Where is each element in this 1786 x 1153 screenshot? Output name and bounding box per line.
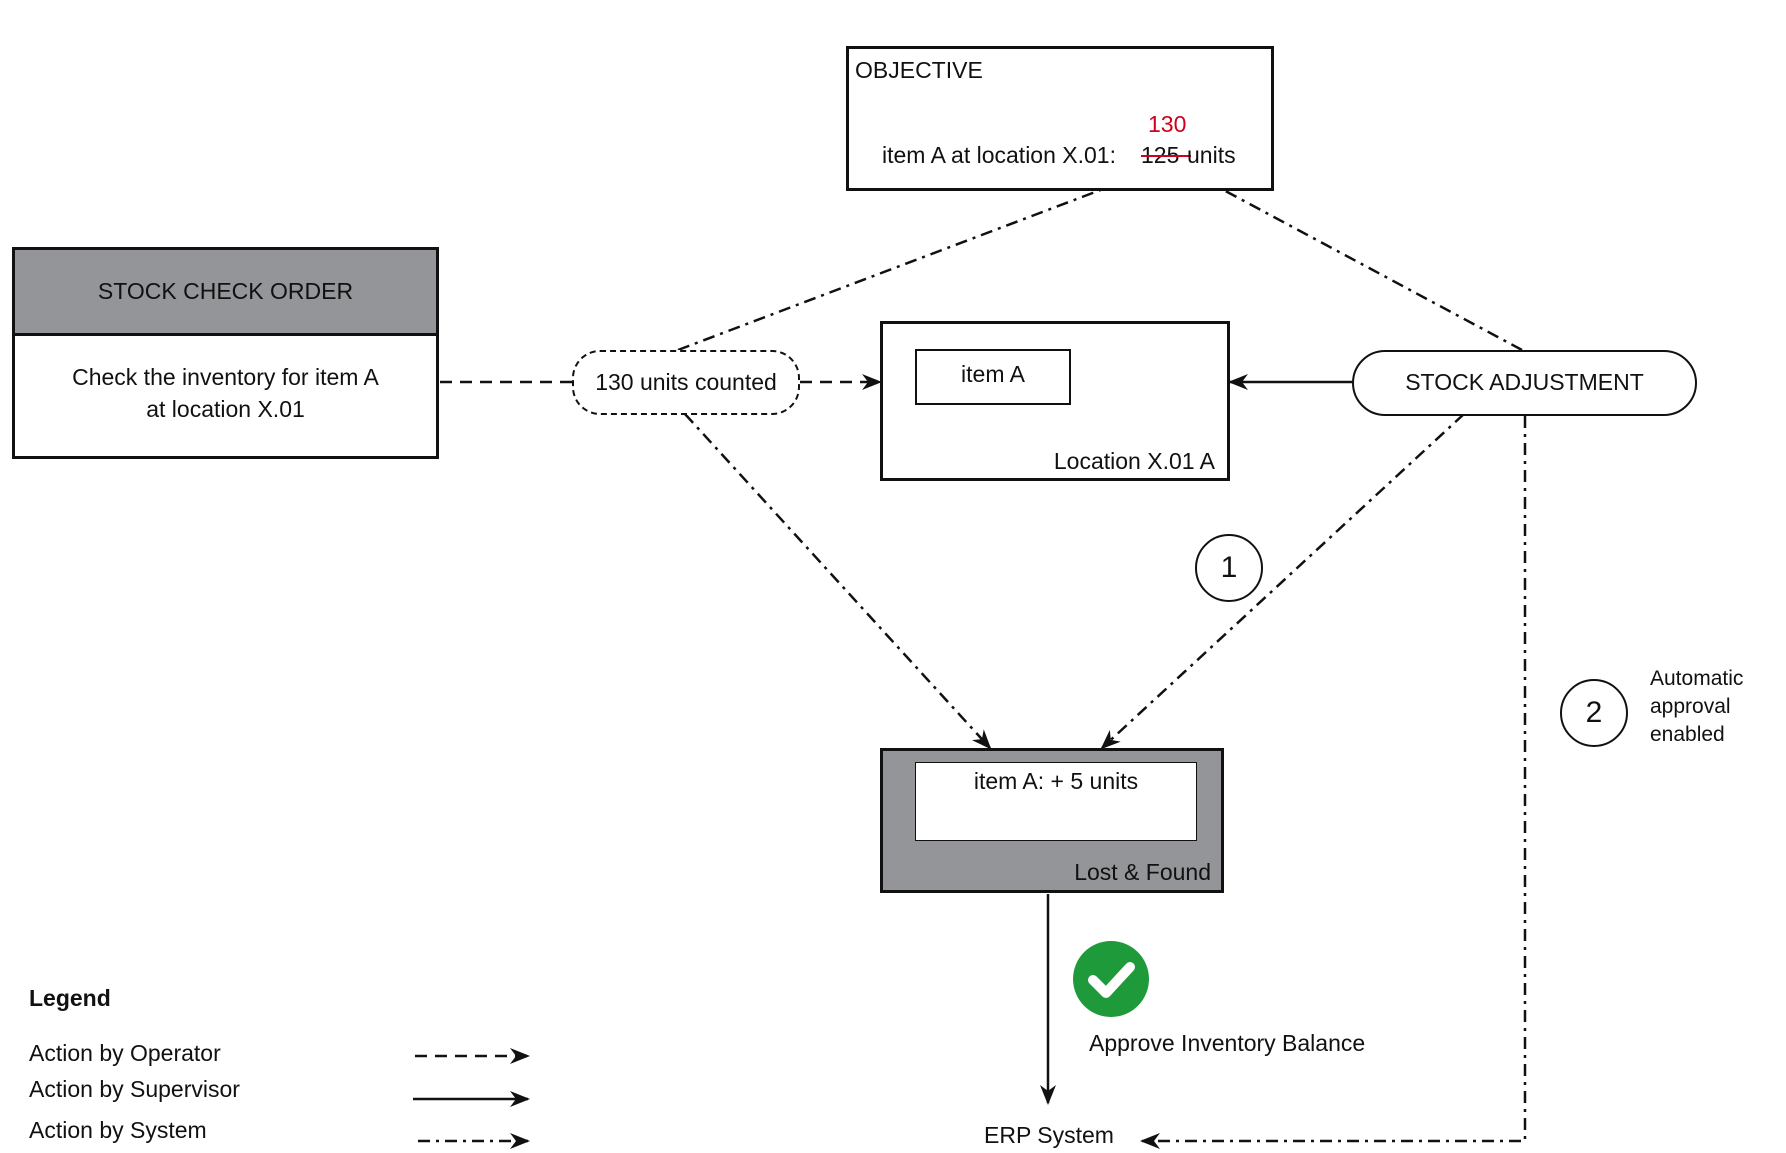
auto-approval-line2: approval: [1650, 695, 1731, 718]
location-item-box: item A: [915, 349, 1071, 405]
erp-system-label: ERP System: [984, 1122, 1114, 1148]
legend-supervisor-label: Action by Supervisor: [29, 1076, 240, 1102]
legend-operator-label: Action by Operator: [29, 1040, 221, 1066]
lost-found-box: item A: + 5 units Lost & Found: [880, 748, 1224, 893]
location-name: Location X.01 A: [1053, 448, 1215, 474]
units-counted-label: 130 units counted: [595, 368, 777, 395]
objective-box: OBJECTIVE 130 item A at location X.01: 1…: [846, 46, 1274, 191]
objective-suffix: units: [1187, 142, 1236, 168]
legend-system-label: Action by System: [29, 1117, 207, 1143]
lost-found-item-box: item A: + 5 units: [915, 762, 1197, 841]
location-item-label: item A: [961, 361, 1025, 387]
step-1-circle: 1: [1195, 534, 1263, 602]
objective-strike-line: [1141, 155, 1191, 157]
lost-found-name: Lost & Found: [1074, 859, 1211, 885]
stock-adjustment-pill: STOCK ADJUSTMENT: [1352, 350, 1697, 416]
lost-found-item-label: item A: + 5 units: [973, 768, 1139, 794]
objective-new-value: 130: [1148, 111, 1187, 137]
stock-check-order-header: STOCK CHECK ORDER: [12, 247, 439, 336]
connector-adjustment-to-objective: [1188, 170, 1523, 352]
stock-check-order-line2: at location X.01: [146, 396, 305, 422]
legend-title: Legend: [29, 985, 111, 1011]
connector-counted-to-lostfound: [684, 413, 992, 750]
checkmark-icon: [1088, 962, 1135, 998]
objective-title: OBJECTIVE: [855, 57, 983, 83]
stock-check-order-body: Check the inventory for item A at locati…: [12, 333, 439, 459]
connector-adjustment-to-lostfound: [1100, 413, 1465, 750]
step-2-number: 2: [1585, 696, 1603, 729]
stock-check-order-line1: Check the inventory for item A: [72, 364, 379, 390]
approve-label: Approve Inventory Balance: [1089, 1030, 1366, 1056]
step-2-circle: 2: [1560, 679, 1628, 747]
stock-check-order-title: STOCK CHECK ORDER: [97, 278, 354, 304]
connector-counted-to-objective: [677, 170, 1150, 352]
auto-approval-line3: enabled: [1650, 723, 1725, 746]
location-box: item A Location X.01 A: [880, 321, 1230, 481]
units-counted-pill: 130 units counted: [572, 350, 800, 415]
objective-prefix: item A at location X.01:: [882, 142, 1116, 168]
auto-approval-line1: Automatic: [1650, 667, 1744, 690]
step-1-number: 1: [1220, 551, 1238, 584]
stock-adjustment-label: STOCK ADJUSTMENT: [1405, 369, 1644, 396]
approve-check-icon: [1073, 941, 1149, 1017]
connector-adjustment-to-erp: [1140, 416, 1527, 1149]
